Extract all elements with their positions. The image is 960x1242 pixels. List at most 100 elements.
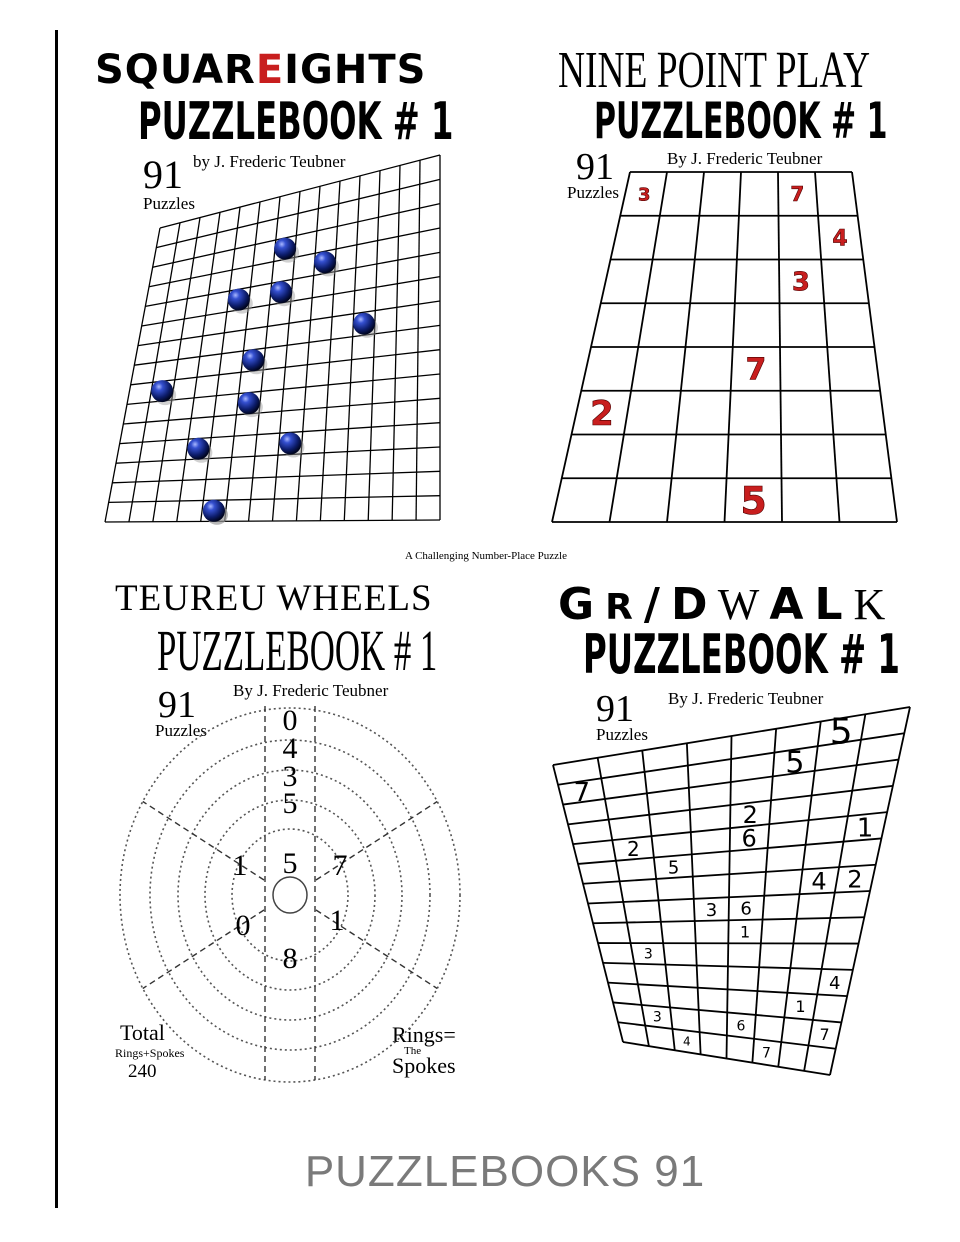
title-part-red-e: E: [255, 47, 285, 93]
grid-digit: 7: [762, 1046, 771, 1062]
squareights-author: by J. Frederic Teubner: [193, 152, 346, 171]
gridwalk-grid-row-line: [612, 1001, 842, 1024]
squareights-grid-row-line: [130, 349, 441, 386]
red-digit: 3: [792, 268, 810, 298]
dotted-ring: [177, 769, 403, 1021]
gridwalk-author: By J. Frederic Teubner: [668, 689, 824, 708]
wheel-diagram: [119, 706, 461, 1083]
squareights-grid: [104, 154, 441, 523]
wheel-digit: 7: [333, 849, 348, 882]
gridwalk-grid-row-line: [602, 961, 853, 971]
squareights-grid-col-line: [343, 175, 361, 521]
red-digit: 4: [832, 227, 847, 252]
squareights-grid-row-line: [156, 178, 441, 249]
wheel-digit: 8: [283, 942, 298, 975]
grid-digit: 3: [653, 1010, 662, 1026]
blue-marble: [187, 437, 210, 460]
grid-digit: 2: [627, 837, 640, 861]
grid-digit: 2: [847, 865, 862, 893]
grid-digit: 7: [820, 1025, 830, 1044]
title-part: K: [853, 580, 886, 629]
gridwalk-grid-row-line: [597, 942, 859, 945]
squareights-grid-col-line: [415, 160, 421, 521]
title-part: A: [769, 579, 804, 630]
blue-marble: [202, 499, 225, 522]
blue-marble: [313, 251, 336, 274]
wheel-total-label: Total: [120, 1020, 165, 1045]
grid-digit: 6: [740, 899, 751, 920]
title-part: SQUAR: [95, 47, 256, 93]
gridwalk-subtitle: PUZZLEBOOK # 1: [583, 623, 900, 686]
squareights-grid-row-line: [119, 422, 441, 445]
gridwalk-grid-row-line: [557, 732, 905, 786]
gridwalk-grid-row-line: [577, 837, 882, 865]
squareights-grid-row-line: [126, 373, 441, 406]
gridwalk-grid-row-line: [592, 916, 865, 925]
dotted-ring: [204, 799, 376, 991]
blue-marble: [237, 392, 260, 415]
red-digit: 2: [590, 394, 614, 434]
wheel-digit: 1: [233, 849, 248, 882]
title-part: G: [558, 579, 595, 630]
grid-digit: 4: [829, 973, 840, 994]
ninepoint-count-label: Puzzles: [567, 183, 619, 202]
gridwalk-grid-row-line: [567, 784, 893, 826]
blue-marble: [353, 312, 376, 335]
ninepoint-title: NINE POINT PLAY: [558, 42, 871, 99]
spoke-line: [315, 909, 438, 990]
wheel-digit: 0: [236, 909, 251, 942]
gridwalk-grid-row-line: [607, 981, 848, 998]
squareights-title: SQUAREIGHTS: [95, 50, 426, 90]
grid-digit: 7: [574, 778, 591, 808]
gridwalk-grid-row-line: [582, 863, 876, 885]
gridwalk-grid-row-line: [572, 811, 888, 846]
squareights-grid-row-line: [141, 276, 441, 327]
squareights-grid-col-line: [223, 201, 261, 522]
grid-digit: 1: [857, 813, 874, 843]
grid-digit: 3: [706, 900, 717, 921]
ninepoint-subtitle: PUZZLEBOOK # 1: [594, 92, 888, 150]
wheel-rings-spokes: Spokes: [392, 1053, 456, 1078]
wheels-author: By J. Frederic Teubner: [233, 681, 389, 700]
gridwalk-count: 91: [596, 688, 634, 730]
wheel-digit: 1: [330, 904, 345, 937]
spoke-line: [142, 800, 265, 881]
gridwalk-count-label: Puzzles: [596, 725, 648, 744]
ninepoint-count: 91: [576, 146, 614, 188]
red-digit: 3: [638, 184, 651, 205]
wheel-rings-the: The: [404, 1045, 422, 1057]
blue-marble: [242, 349, 265, 372]
wheels-count-label: Puzzles: [155, 721, 207, 740]
spine-rule: [55, 30, 58, 1208]
squareights-count-label: Puzzles: [143, 194, 195, 213]
wheels-title: TEUREU WHEELS: [115, 578, 433, 619]
squareights-grid-row-line: [112, 470, 441, 484]
blue-marble: [274, 237, 297, 260]
squareights-marbles: [151, 237, 379, 525]
squareights-grid-row-line: [159, 154, 441, 229]
grid-digit: 4: [811, 867, 826, 895]
squareights-grid-col-line: [128, 222, 181, 522]
gridwalk-grid-row-line: [622, 1041, 831, 1076]
squareights-count: 91: [143, 152, 183, 197]
red-digit: 7: [790, 182, 804, 206]
gridwalk-grid-row-line: [617, 1021, 836, 1050]
blue-marble: [270, 281, 293, 304]
wheel-rings-label: Rings=: [392, 1022, 456, 1047]
blue-marble: [151, 380, 174, 403]
wheel-digit: 5: [283, 787, 298, 820]
squareights-grid-col-line: [104, 227, 161, 523]
squareights-grid-col-line: [176, 212, 221, 522]
gridwalk-grid: [552, 706, 911, 1076]
squareights-grid-row-line: [148, 227, 441, 288]
gridwalk-grid-row-line: [587, 890, 871, 905]
grid-digit: 1: [795, 997, 805, 1016]
squareights-grid-row-line: [145, 251, 441, 308]
gridwalk-grid-row-line: [552, 706, 911, 766]
spoke-line: [315, 800, 438, 881]
wheel-digit: 3: [283, 760, 298, 793]
grid-digit: 5: [785, 745, 804, 780]
